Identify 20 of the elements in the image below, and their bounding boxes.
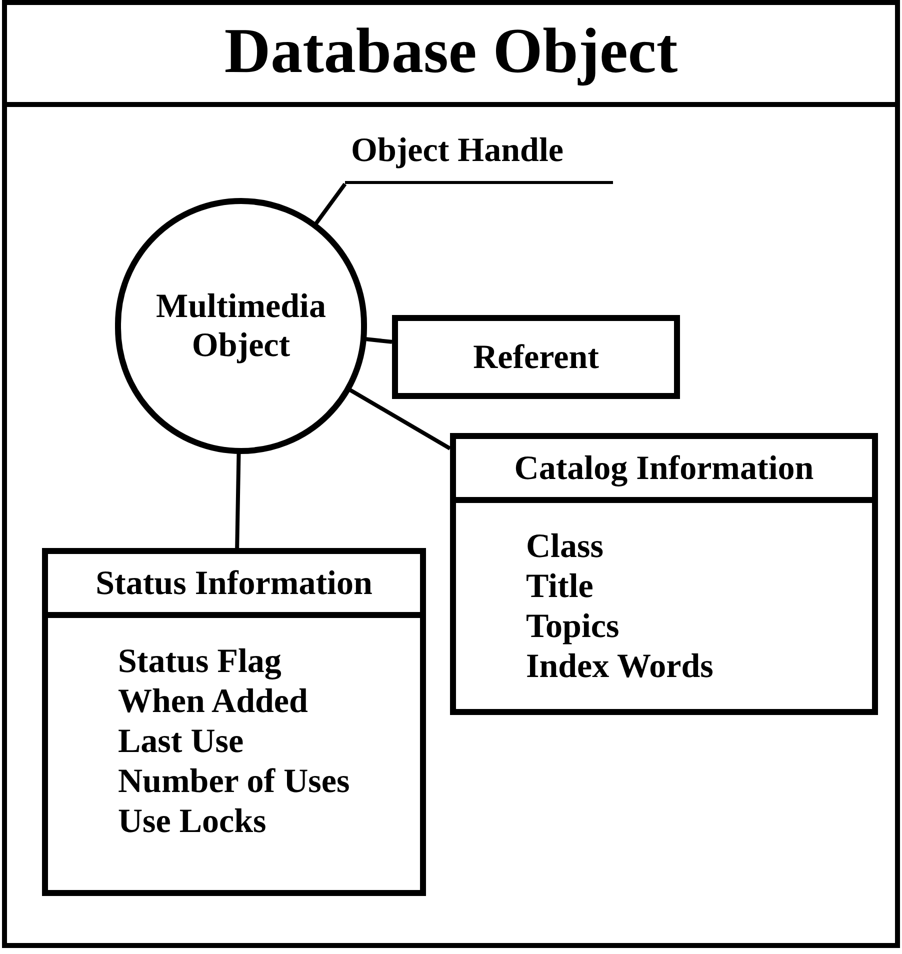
field-name: Class — [526, 527, 604, 567]
info-box — [42, 548, 426, 896]
connector-line — [314, 182, 347, 226]
field-name: When Added — [118, 682, 309, 722]
field-name: Status Flag — [118, 642, 282, 682]
connector-line — [366, 337, 392, 344]
field-name: Last Use — [118, 722, 245, 762]
info-box — [450, 433, 878, 715]
box-heading: Catalog Information — [456, 439, 872, 503]
box-heading: Status Information — [48, 554, 420, 618]
referent-box: Referent — [392, 315, 680, 399]
connector-line — [348, 388, 452, 450]
field-name: Use Locks — [118, 802, 268, 842]
field-name: Title — [526, 567, 594, 607]
field-name: Index Words — [526, 647, 714, 687]
circle-label: Multimedia Object — [155, 286, 327, 366]
field-name: Topics — [526, 607, 620, 647]
connector-line — [235, 452, 241, 548]
handle-label: Object Handle — [345, 128, 613, 184]
field-name: Number of Uses — [118, 762, 351, 802]
